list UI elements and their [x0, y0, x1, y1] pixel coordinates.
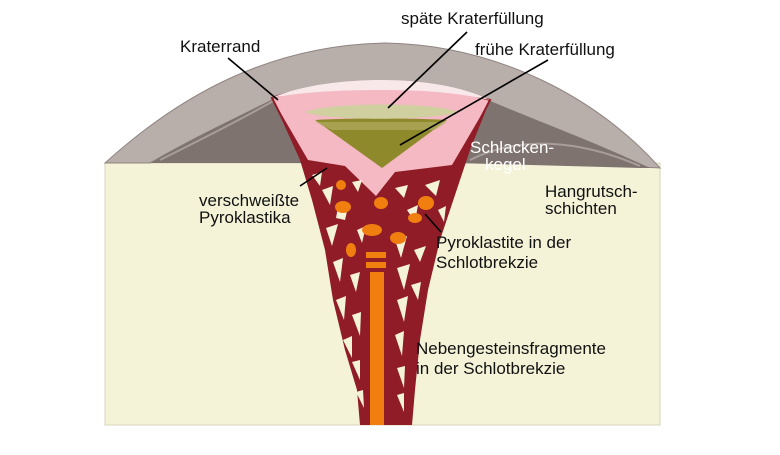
early-crater-fill — [315, 118, 447, 168]
scoria-cone-inner-right — [455, 100, 650, 168]
label-schlackenkegel-line1: Schlacken- — [470, 138, 554, 157]
label-fruehe-kraterfuellung: frühe Kraterfüllung — [475, 40, 615, 59]
label-verschweisste-line1: verschweißte — [199, 191, 299, 210]
label-nebengestein-line2: in der Schlotbrekzie — [416, 359, 565, 378]
label-pyroklastite-line1: Pyroklastite in der — [436, 233, 571, 252]
late-crater-fill — [305, 104, 458, 119]
scoria-cone-inner-left — [150, 98, 305, 163]
cone-streak — [469, 142, 641, 167]
crater-rim — [272, 80, 490, 100]
label-verschweisste-line2: Pyroklastika — [199, 208, 291, 227]
label-schlackenkegel-line2: kegel — [485, 155, 526, 174]
leader-lines — [227, 31, 549, 233]
label-spaete-kraterfuellung: späte Kraterfüllung — [401, 9, 544, 28]
cone-streak — [159, 99, 276, 161]
early-fill-highlight — [315, 122, 447, 130]
label-hangrutsch-line2: schichten — [545, 199, 617, 218]
label-hangrutsch-line1: Hangrutsch- — [545, 182, 638, 201]
feeder-dike — [366, 252, 386, 425]
pyroclastite-blobs — [335, 180, 434, 257]
label-kraterrand: Kraterrand — [180, 37, 260, 56]
label-pyroklastite-line2: Schlotbrekzie — [436, 253, 538, 272]
conduit-breccia — [272, 98, 490, 425]
label-nebengestein-line1: Nebengesteinsfragmente — [416, 339, 606, 358]
